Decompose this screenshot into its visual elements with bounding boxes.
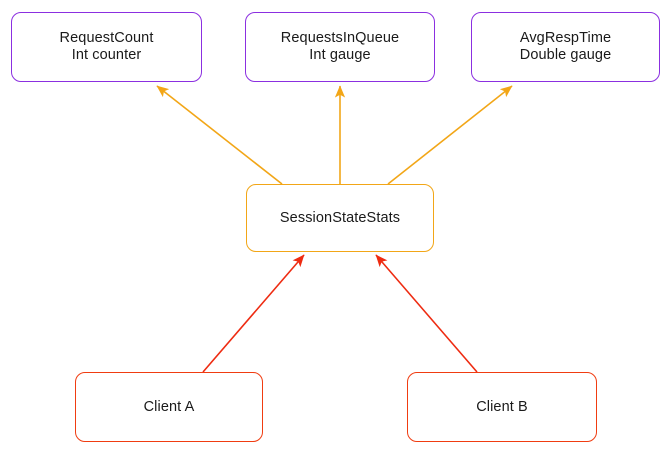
edge-stats-to-avg-resp-time	[387, 85, 513, 185]
node-avg-resp-time[interactable]: AvgRespTime Double gauge	[471, 12, 660, 82]
node-requests-in-queue-label: RequestsInQueue Int gauge	[280, 30, 400, 63]
node-client-b[interactable]: Client B	[407, 372, 597, 442]
node-request-count[interactable]: RequestCount Int counter	[11, 12, 202, 82]
node-session-state-stats-label: SessionStateStats	[279, 209, 401, 226]
edge-client-a-to-stats	[202, 254, 305, 373]
node-client-a[interactable]: Client A	[75, 372, 263, 442]
node-requests-in-queue[interactable]: RequestsInQueue Int gauge	[245, 12, 435, 82]
node-client-b-label: Client B	[476, 398, 528, 415]
node-client-a-label: Client A	[143, 398, 195, 415]
node-request-count-label: RequestCount Int counter	[59, 30, 154, 63]
edge-stats-to-request-count	[156, 85, 283, 185]
edge-client-b-to-stats	[375, 254, 478, 373]
node-avg-resp-time-label: AvgRespTime Double gauge	[519, 30, 612, 63]
node-session-state-stats[interactable]: SessionStateStats	[246, 184, 434, 252]
